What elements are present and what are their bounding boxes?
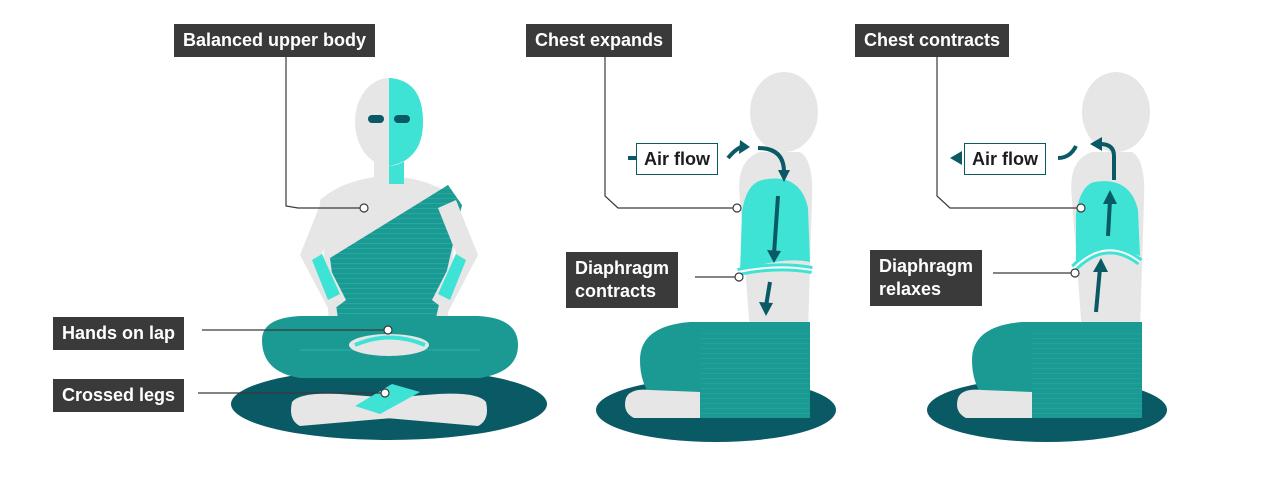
front-figure bbox=[231, 78, 547, 440]
diaphragm-up-arrow bbox=[1094, 267, 1102, 313]
foot-inhale bbox=[625, 389, 700, 418]
head-inhale bbox=[750, 72, 818, 152]
airflow-up-arrow bbox=[1099, 142, 1116, 180]
foot-right bbox=[386, 393, 487, 426]
lung-up-arrow bbox=[1106, 199, 1112, 237]
airflow-out-arrow bbox=[1057, 145, 1078, 160]
lung-down-arrow bbox=[772, 195, 780, 255]
label-diaphragm-contracts: Diaphragm contracts bbox=[566, 252, 679, 308]
callout-line-balanced bbox=[285, 56, 362, 209]
label-chest-expands: Chest expands bbox=[526, 24, 673, 57]
callout-line-chest-contracts bbox=[936, 56, 1078, 209]
eye-right bbox=[394, 115, 410, 123]
callout-line-chest-expands bbox=[604, 56, 734, 209]
head-exhale bbox=[1082, 72, 1150, 152]
label-hands-on-lap: Hands on lap bbox=[53, 317, 185, 350]
eye-left bbox=[368, 115, 384, 123]
callout-lines bbox=[198, 56, 1086, 398]
label-crossed-legs: Crossed legs bbox=[53, 379, 185, 412]
side-figure-exhale bbox=[927, 72, 1167, 442]
label-diaphragm-relaxes: Diaphragm relaxes bbox=[870, 250, 983, 306]
label-air-flow-in: Air flow bbox=[636, 143, 718, 175]
side-figure-inhale bbox=[596, 72, 836, 442]
foot-exhale bbox=[957, 389, 1032, 418]
label-balanced-upper-body: Balanced upper body bbox=[174, 24, 376, 57]
diaphragm-down-arrow bbox=[764, 281, 772, 307]
label-chest-contracts: Chest contracts bbox=[855, 24, 1010, 57]
robe-sash bbox=[330, 185, 462, 335]
airflow-down-arrow bbox=[757, 146, 786, 173]
label-air-flow-out: Air flow bbox=[964, 143, 1046, 175]
